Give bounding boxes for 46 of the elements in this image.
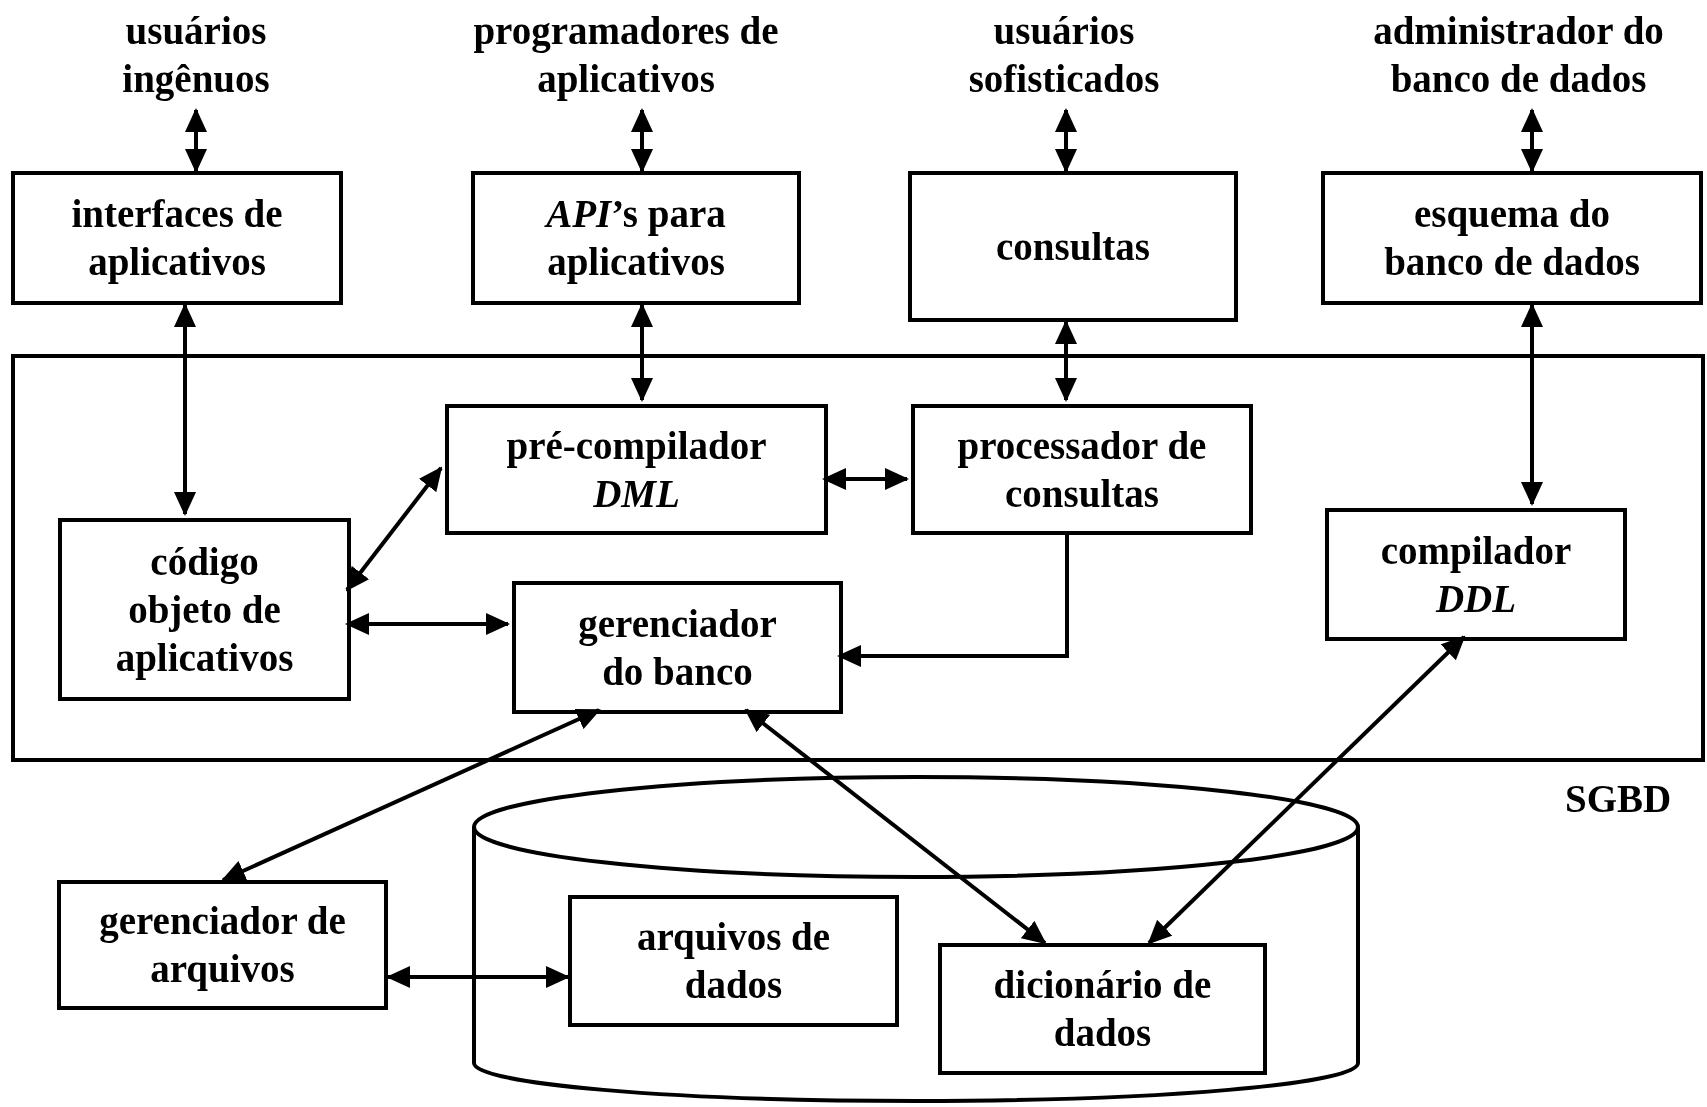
process-box xyxy=(908,171,1238,322)
process-box xyxy=(1321,171,1703,305)
node-text: dicionário de dados xyxy=(992,962,1213,1056)
node-text: consultas xyxy=(995,223,1151,270)
process-box xyxy=(938,943,1267,1075)
process-box xyxy=(1325,508,1627,641)
system-label: SGBD xyxy=(1565,776,1672,822)
node-text: gerenciador de arquivos xyxy=(98,898,347,993)
arrow xyxy=(1521,303,1543,506)
node-text: interfaces de aplicativos xyxy=(70,191,284,286)
node-text: processador de consultas xyxy=(956,422,1208,517)
node-text: gerenciador do banco xyxy=(577,600,778,695)
process-box xyxy=(57,880,388,1010)
node-text: API’s para aplicativos xyxy=(543,191,727,286)
arrow xyxy=(822,468,909,490)
arrow xyxy=(345,613,510,635)
process-box xyxy=(568,895,899,1027)
arrow xyxy=(1147,635,1466,945)
system-boundary-box xyxy=(11,354,1705,762)
node-text: arquivos de dados xyxy=(635,914,832,1008)
node-text: usuários sofisticados xyxy=(967,8,1161,102)
arrow xyxy=(1055,108,1077,173)
arrow xyxy=(345,466,443,592)
arrow xyxy=(386,966,570,988)
node-text: compilador DDL xyxy=(1379,527,1573,622)
node-text: código objeto de aplicativos xyxy=(114,538,295,682)
arrow xyxy=(174,303,196,516)
arrow xyxy=(631,303,653,402)
node-text: programadores de aplicativos xyxy=(472,8,780,103)
process-box xyxy=(471,171,801,305)
process-box xyxy=(11,171,343,305)
arrow xyxy=(185,108,207,173)
arrow xyxy=(1521,108,1543,173)
node-text: usuários ingênuos xyxy=(121,8,271,103)
node-text: esquema do banco de dados xyxy=(1383,191,1641,285)
node-text: administrador do banco de dados xyxy=(1372,8,1665,102)
process-box xyxy=(512,581,843,714)
arrow xyxy=(631,108,653,173)
database-cylinder xyxy=(471,775,1361,1103)
process-box xyxy=(911,404,1253,535)
process-box xyxy=(58,518,351,701)
arrow xyxy=(744,708,1047,945)
arrow xyxy=(221,708,601,882)
node-text: pré-compilador DML xyxy=(505,422,768,517)
arrow xyxy=(1055,320,1077,402)
process-box xyxy=(445,404,828,535)
